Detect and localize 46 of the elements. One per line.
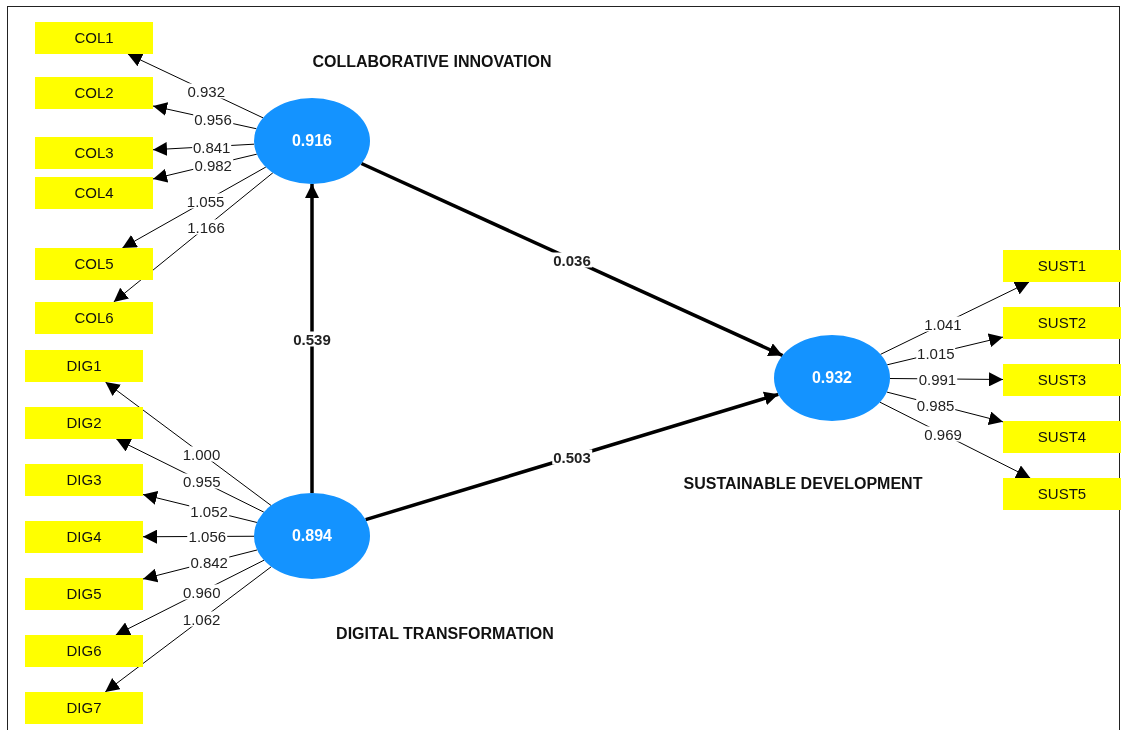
- indicator-box: DIG5: [25, 578, 143, 610]
- arrow: [360, 161, 784, 358]
- indicator-box: COL6: [35, 302, 153, 334]
- construct-circle: 0.894: [254, 493, 370, 579]
- edge-label: 1.166: [186, 219, 226, 235]
- indicator-box: SUST3: [1003, 364, 1121, 396]
- edge-label: 1.015: [916, 345, 956, 361]
- indicator-box: DIG3: [25, 464, 143, 496]
- edge-label: 0.956: [193, 111, 233, 127]
- indicator-box: SUST1: [1003, 250, 1121, 282]
- indicator-box: COL5: [35, 248, 153, 280]
- edge-label: 1.062: [181, 611, 222, 627]
- edge-label: 1.055: [185, 193, 226, 209]
- indicator-box: DIG4: [25, 521, 143, 553]
- arrow: [305, 184, 319, 493]
- indicator-box: DIG6: [25, 635, 143, 667]
- indicator-box: SUST2: [1003, 307, 1121, 339]
- edge-label: 0.960: [181, 584, 222, 600]
- edge-label: 0.036: [552, 252, 592, 267]
- construct-circle: 0.932: [774, 335, 890, 421]
- indicator-box: COL4: [35, 177, 153, 209]
- arrow: [365, 391, 779, 522]
- edge-label: 1.052: [189, 503, 229, 519]
- edge-label: 0.932: [186, 83, 227, 99]
- edge-label: 0.982: [193, 157, 233, 173]
- construct-title: COLLABORATIVE INNOVATION: [311, 52, 553, 72]
- edge-label: 0.955: [182, 473, 222, 489]
- indicator-box: DIG2: [25, 407, 143, 439]
- indicator-box: DIG7: [25, 692, 143, 724]
- indicator-box: SUST4: [1003, 421, 1121, 453]
- edge-label: 1.041: [923, 316, 963, 332]
- edge-label: 1.000: [181, 446, 222, 462]
- construct-title: SUSTAINABLE DEVELOPMENT: [682, 474, 924, 494]
- construct-title: DIGITAL TRANSFORMATION: [335, 624, 555, 644]
- edge-label: 0.985: [915, 397, 956, 413]
- construct-circle: 0.916: [254, 98, 370, 184]
- arrow: [104, 381, 272, 506]
- indicator-box: COL2: [35, 77, 153, 109]
- edge-label: 0.969: [923, 426, 963, 442]
- edge-label: 0.842: [189, 554, 229, 570]
- indicator-box: COL1: [35, 22, 153, 54]
- edge-label: 0.539: [292, 331, 332, 346]
- edge-label: 0.503: [552, 449, 592, 465]
- indicator-box: SUST5: [1003, 478, 1121, 510]
- indicator-box: COL3: [35, 137, 153, 169]
- indicator-box: DIG1: [25, 350, 143, 382]
